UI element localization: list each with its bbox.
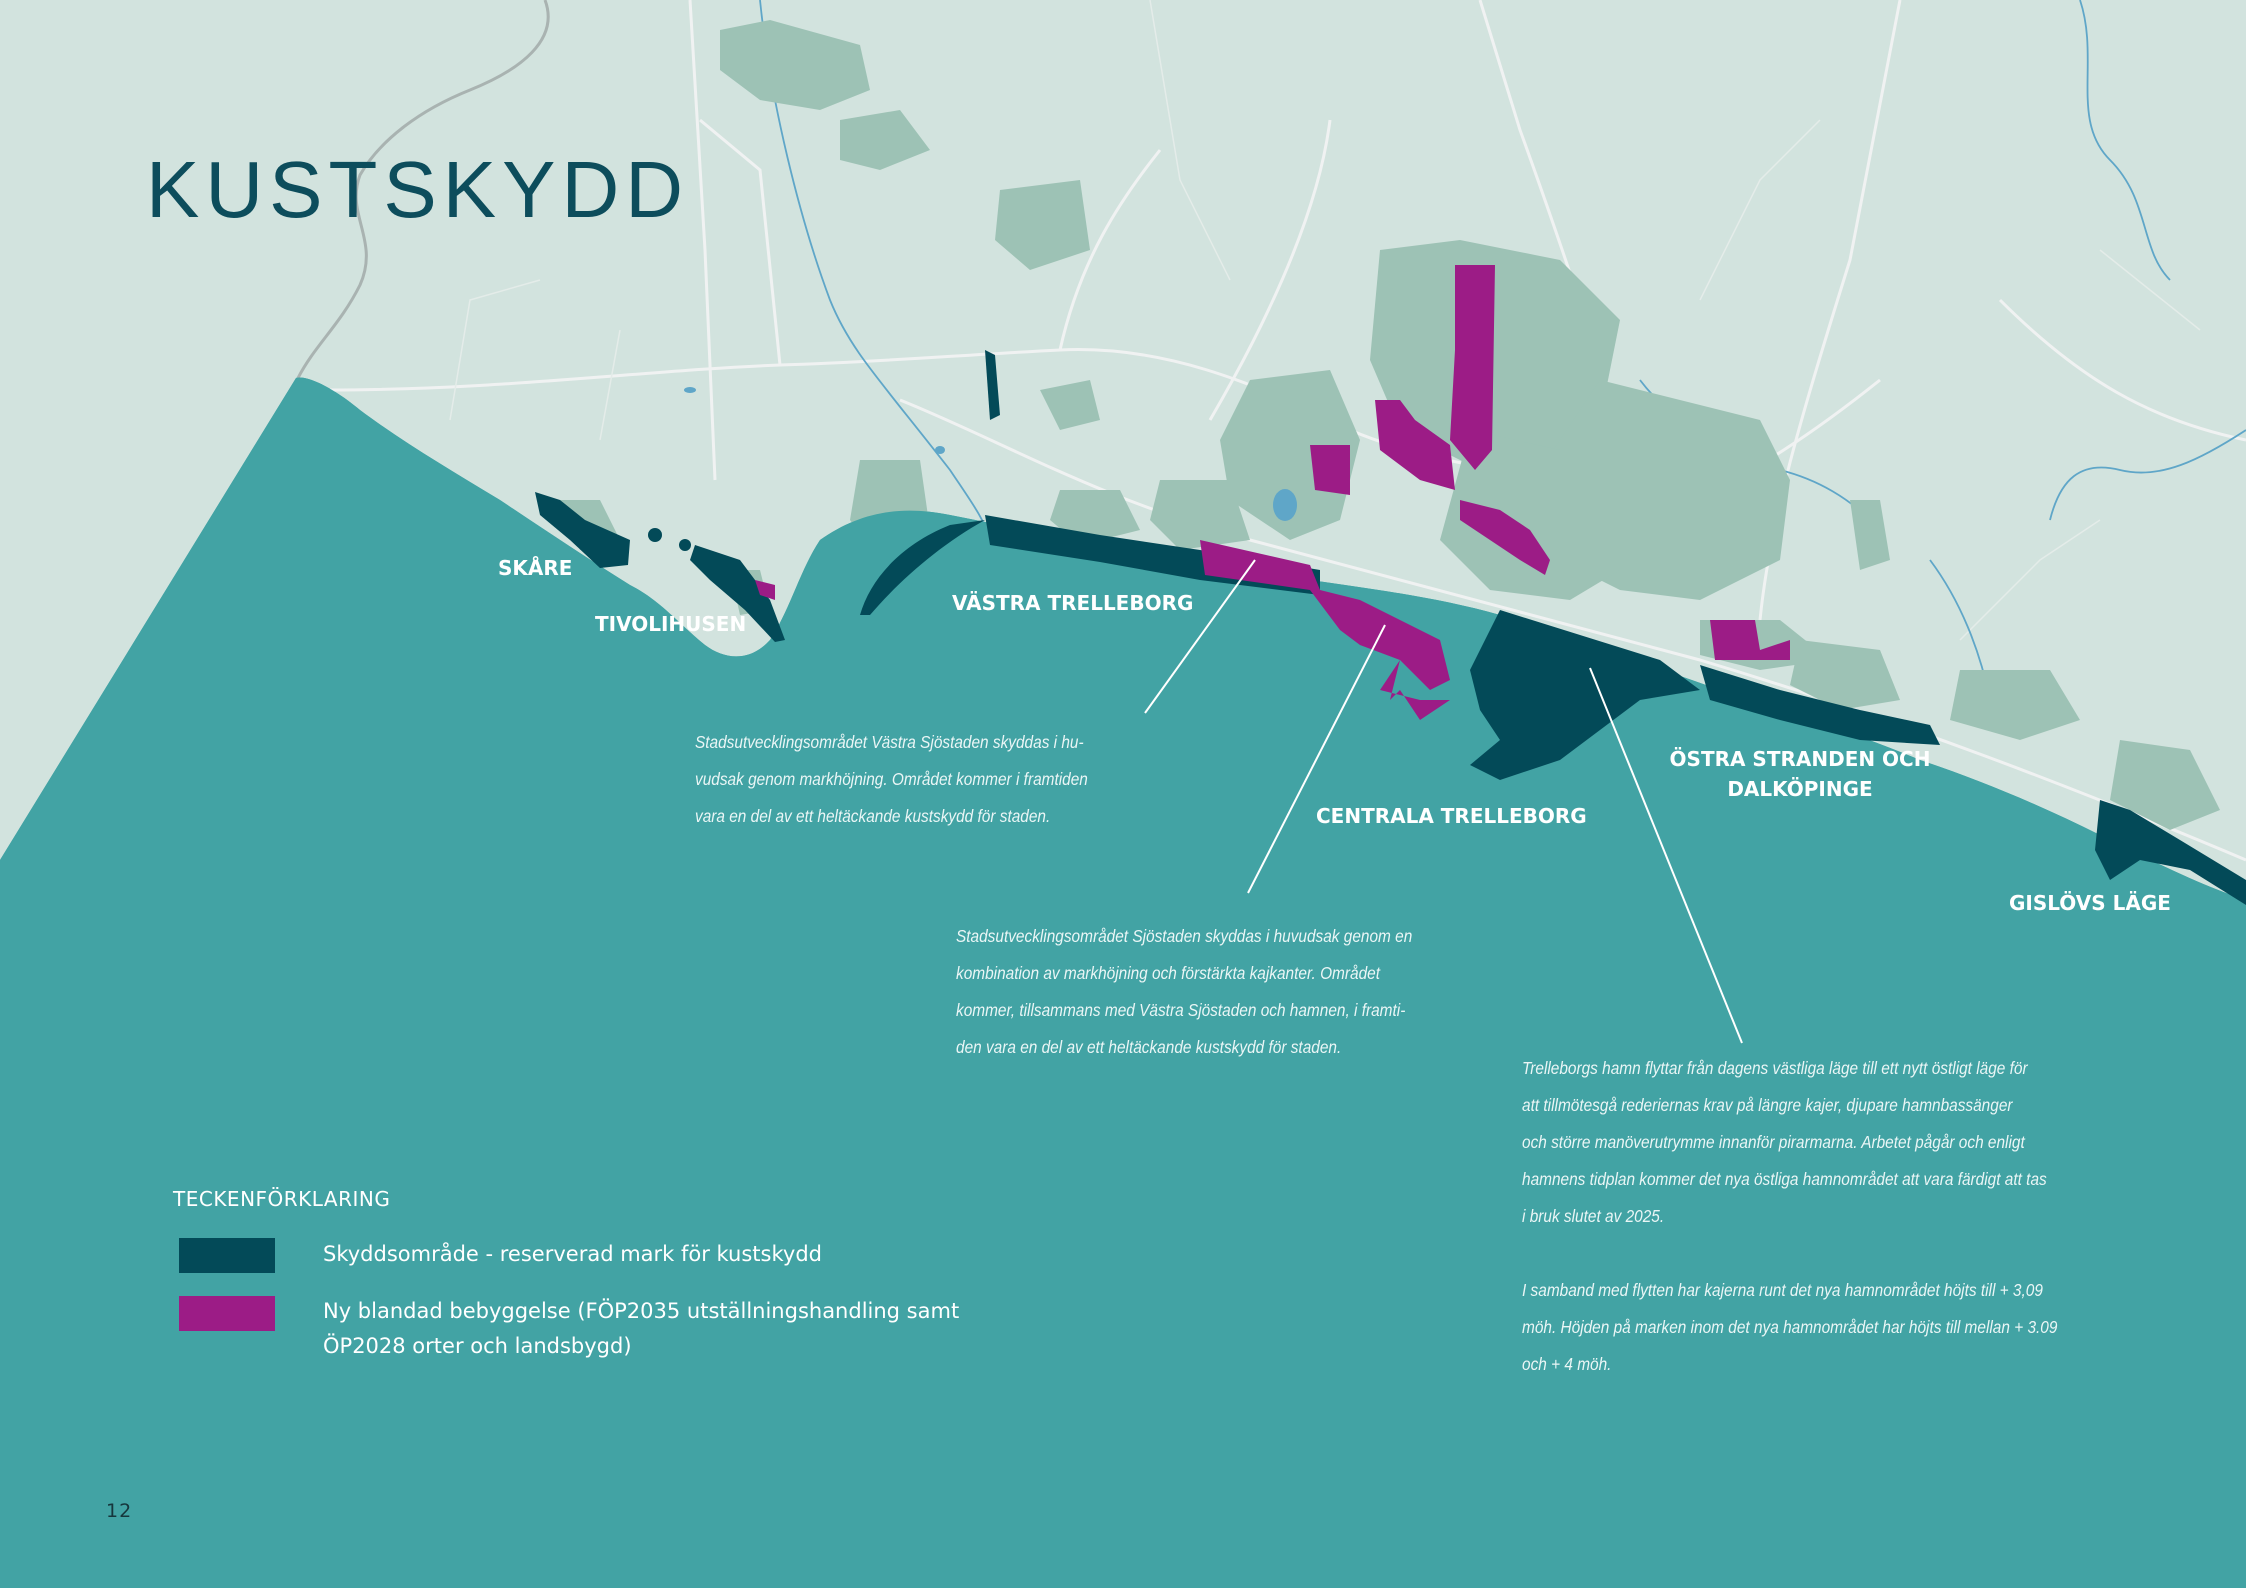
development-harbour (1200, 540, 1450, 720)
place-label-skare: SKÅRE (498, 556, 573, 580)
place-label-ostra-stranden-line1: ÖSTRA STRANDEN OCH (1669, 747, 1931, 771)
legend-label-development: Ny blandad bebyggelse (FÖP2035 utställni… (323, 1299, 960, 1358)
place-label-gislovs-lage: GISLÖVS LÄGE (2009, 891, 2171, 915)
minor-roads (449, 0, 2201, 641)
development-tivolihusen (755, 580, 775, 600)
note-line: i bruk slutet av 2025. (1522, 1206, 1665, 1226)
municipal-border (296, 0, 550, 379)
note-line: att tillmötesgå rederiernas krav på läng… (1522, 1095, 2013, 1115)
note-line: Stadsutvecklingsområdet Västra Sjöstaden… (695, 732, 1084, 752)
callout-line-sjostaden (1247, 624, 1386, 894)
note-line: och + 4 möh. (1522, 1354, 1612, 1374)
protection-skare (535, 492, 630, 568)
note-sjostaden: Stadsutvecklingsområdet Sjöstaden skydda… (956, 918, 1412, 1066)
protection-vastra-arc (860, 520, 985, 615)
page-title: KUSTSKYDD (146, 145, 689, 234)
note-line: vudsak genom markhöjning. Området kommer… (695, 769, 1088, 789)
place-label-tivolihusen: TIVOLIHUSEN (595, 612, 747, 636)
note-hamnen: Trelleborgs hamn flyttar från dagens väs… (1522, 1050, 2057, 1383)
protection-harbour (1470, 610, 1700, 780)
note-line: kombination av markhöjning och förstärkt… (956, 963, 1380, 983)
place-label-centrala-trelleborg: CENTRALA TRELLEBORG (1316, 804, 1587, 828)
note-line: och större manöverutrymme innanför pirar… (1522, 1132, 2025, 1152)
development-central-south (1460, 500, 1550, 575)
note-line: kommer, tillsammans med Västra Sjöstaden… (956, 1000, 1406, 1020)
development-east (1710, 620, 1790, 660)
land-area (0, 0, 2246, 900)
place-label-vastra-trelleborg: VÄSTRA TRELLEBORG (952, 591, 1194, 615)
protection-vastra-inland (985, 350, 1000, 420)
place-label-ostra-stranden: ÖSTRA STRANDEN OCH DALKÖPINGE (1650, 744, 1950, 804)
note-line: I samband med flytten har kajerna runt d… (1522, 1280, 2043, 1300)
note-line: hamnens tidplan kommer det nya östliga h… (1522, 1169, 2047, 1189)
legend-swatch-protection (179, 1238, 275, 1273)
note-line: den vara en del av ett heltäckande kusts… (956, 1037, 1342, 1057)
development-central-north (1450, 265, 1495, 470)
legend-label-protection: Skyddsområde - reserverad mark för kusts… (323, 1242, 822, 1266)
protection-ostra-stranden (1700, 665, 1940, 745)
callout-line-vastra (1144, 559, 1256, 714)
callout-lines (1144, 559, 1743, 1044)
note-line: vara en del av ett heltäckande kustskydd… (695, 806, 1051, 826)
development-central-left (1310, 445, 1350, 495)
place-label-ostra-stranden-line2: DALKÖPINGE (1727, 777, 1873, 801)
ponds (684, 387, 1297, 521)
legend-title: TECKENFÖRKLARING (173, 1187, 391, 1211)
note-line: möh. Höjden på marken inom det nya hamno… (1522, 1317, 2058, 1337)
note-line: Stadsutvecklingsområdet Sjöstaden skydda… (956, 926, 1413, 946)
callout-line-hamnen (1589, 667, 1743, 1044)
note-line: Trelleborgs hamn flyttar från dagens väs… (1522, 1058, 2028, 1078)
protection-tivolihusen (690, 545, 785, 642)
protection-gislov (2095, 800, 2246, 905)
development-central-west (1375, 400, 1455, 490)
new-development-areas (755, 265, 1790, 720)
note-vastra-sjostaden: Stadsutvecklingsområdet Västra Sjöstaden… (695, 724, 1088, 835)
legend-swatch-development (179, 1296, 275, 1331)
page-number: 12 (106, 1500, 133, 1522)
note-spacer (1522, 1235, 2057, 1272)
